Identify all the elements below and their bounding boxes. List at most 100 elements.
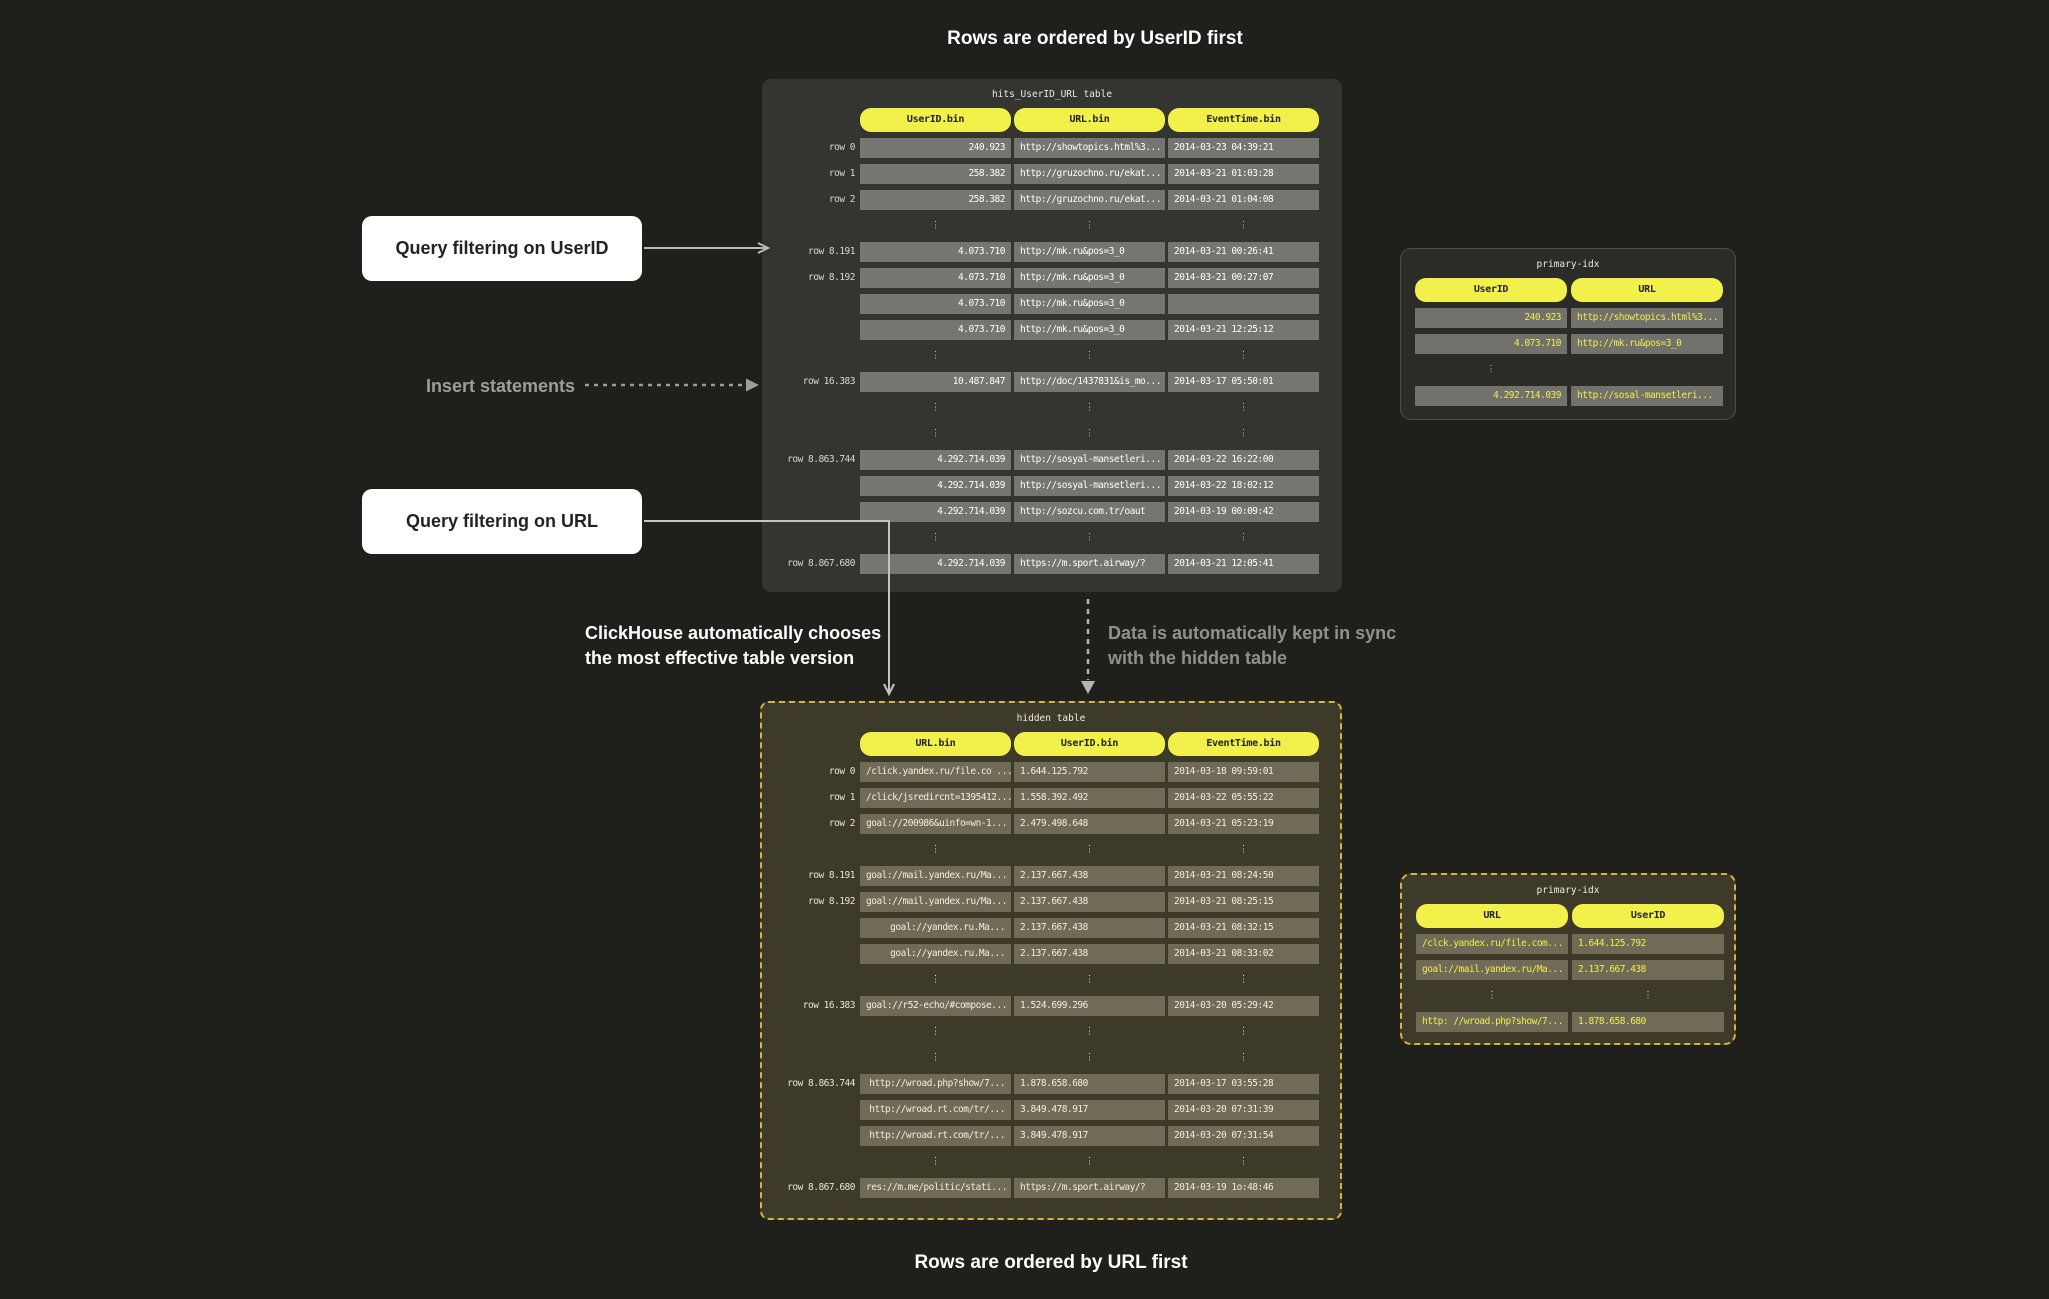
row-label (785, 840, 857, 860)
table-cell: 4.073.710 (860, 268, 1011, 288)
table-cell: 2014-03-23 04:39:21 (1168, 138, 1319, 158)
ellipsis-cell: ⋮ (930, 532, 941, 543)
main-table-title: hits_UserID_URL table (991, 89, 1113, 100)
table-cell: 2014-03-20 05:29:42 (1168, 996, 1319, 1016)
table-cell: http://mk.ru&pos=3_0 (1014, 320, 1165, 340)
table-cell: http://wroad.php?show/7... (860, 1074, 1011, 1094)
row-label (785, 1100, 857, 1120)
ellipsis-cell: ⋮ (1084, 428, 1095, 439)
table-cell: http://mk.ru&pos=3_0 (1014, 294, 1165, 314)
table-cell: /click.yandex.ru/file.co ... (860, 762, 1011, 782)
table-cell: 4.073.710 (860, 242, 1011, 262)
row-label: row 8.867.680 (787, 558, 855, 569)
table-cell: http://wroad.rt.com/tr/... (860, 1100, 1011, 1120)
table-cell: res://m.me/politic/stati... (860, 1178, 1011, 1198)
row-label: row 8.867.680 (787, 1182, 855, 1193)
table-cell: goal://mail.yandex.ru/Ma... (1416, 960, 1568, 980)
table-cell: 2014-03-21 08:33:02 (1168, 944, 1319, 964)
table-cell: 3.849.478.917 (1014, 1100, 1165, 1120)
table-cell: 4.073.710 (1415, 334, 1567, 354)
caption-bottom: Rows are ordered by URL first (914, 1252, 1188, 1273)
ellipsis-cell: ⋮ (1084, 532, 1095, 543)
note-query-filtering-userid: Query filtering on UserID (362, 216, 642, 281)
table-cell: 2014-03-21 00:27:07 (1168, 268, 1319, 288)
table-cell: 2014-03-21 01:04:08 (1168, 190, 1319, 210)
row-label: row 1 (828, 792, 856, 803)
ellipsis-cell: ⋮ (1084, 844, 1095, 855)
table-cell: 3.849.478.917 (1014, 1126, 1165, 1146)
table-cell: http://sosyal-mansetleri... (1014, 476, 1165, 496)
column-header: UserID (1572, 904, 1724, 928)
table-cell: 2014-03-21 12:05:41 (1168, 554, 1319, 574)
row-label (785, 294, 857, 314)
arrow-insert-statements (585, 378, 759, 392)
column-header: URL.bin (860, 732, 1011, 756)
table-cell: 2014-03-17 03:55:28 (1168, 1074, 1319, 1094)
row-label: row 8.191 (808, 870, 855, 881)
table-cell: 2.137.667.438 (1572, 960, 1724, 980)
row-label (785, 476, 857, 496)
table-cell: 4.292.714.039 (1415, 386, 1567, 406)
table-cell: goal://mail.yandex.ru/Ma... (860, 892, 1011, 912)
table-cell: http://doc/1437831&is_mo... (1014, 372, 1165, 392)
label-auto-choose-line2: the most effective table version (585, 648, 855, 668)
table-cell: 4.073.710 (860, 294, 1011, 314)
ellipsis-cell: ⋮ (930, 844, 941, 855)
row-label (785, 528, 857, 548)
row-label (785, 216, 857, 236)
table-cell: goal://r52-echo/#compose... (860, 996, 1011, 1016)
table-cell: 2014-03-20 07:31:39 (1168, 1100, 1319, 1120)
ellipsis-cell: ⋮ (1084, 1052, 1095, 1063)
row-label: row 16.383 (802, 376, 856, 387)
ellipsis-cell: ⋮ (1238, 844, 1249, 855)
table-cell: 2014-03-18 09:59:01 (1168, 762, 1319, 782)
table-cell: 2014-03-21 01:03:28 (1168, 164, 1319, 184)
note-query-filtering-url: Query filtering on URL (362, 489, 642, 554)
row-label-header (785, 108, 857, 132)
ellipsis-cell: ⋮ (930, 1026, 941, 1037)
table-cell: 2014-03-22 05:55:22 (1168, 788, 1319, 808)
table-cell: 2.137.667.438 (1014, 918, 1165, 938)
label-auto-sync-line1: Data is automatically kept in sync (1108, 623, 1397, 643)
column-header: URL (1416, 904, 1568, 928)
column-header: UserID.bin (860, 108, 1011, 132)
ellipsis-cell: ⋮ (1238, 974, 1249, 985)
ellipsis-cell: ⋮ (1238, 350, 1249, 361)
table-cell: goal://200986&uinfo=wn-1... (860, 814, 1011, 834)
primary-idx-bottom-title: primary-idx (1536, 885, 1600, 896)
table-cell: 10.487.847 (860, 372, 1011, 392)
ellipsis-cell: ⋮ (1238, 428, 1249, 439)
column-header: UserID (1415, 278, 1567, 302)
table-cell: https://m.sport.airway/? (1014, 1178, 1165, 1198)
table-cell: http://sozcu.com.tr/oaut (1014, 502, 1165, 522)
ellipsis-cell: ⋮ (930, 402, 941, 413)
table-cell: 4.073.710 (860, 320, 1011, 340)
ellipsis-cell: ⋮ (1084, 350, 1095, 361)
table-cell: http: //wroad.php?show/7... (1416, 1012, 1568, 1032)
row-label (785, 1048, 857, 1068)
ellipsis-cell: ⋮ (1486, 364, 1496, 375)
row-label: row 8.192 (808, 896, 855, 907)
row-label (785, 320, 857, 340)
label-auto-choose-line1: ClickHouse automatically chooses (585, 623, 882, 643)
row-label (785, 1152, 857, 1172)
label-insert-statements: Insert statements (425, 376, 575, 396)
table-cell: https://m.sport.airway/? (1014, 554, 1165, 574)
row-label (785, 502, 857, 522)
table-cell: 1.644.125.792 (1014, 762, 1165, 782)
row-label: row 16.383 (802, 1000, 856, 1011)
column-header: URL.bin (1014, 108, 1165, 132)
row-label (785, 918, 857, 938)
table-cell: 2.479.498.648 (1014, 814, 1165, 834)
ellipsis-cell: ⋮ (1643, 990, 1653, 1001)
table-cell: 2014-03-19 1o:48:46 (1168, 1178, 1319, 1198)
table-cell: 2014-03-17 05:50:01 (1168, 372, 1319, 392)
table-cell: 2014-03-22 18:02:12 (1168, 476, 1319, 496)
table-cell: http://sosyal-mansetleri... (1014, 450, 1165, 470)
table-cell: 2014-03-21 05:23:19 (1168, 814, 1319, 834)
arrow-query-userid (644, 242, 771, 254)
